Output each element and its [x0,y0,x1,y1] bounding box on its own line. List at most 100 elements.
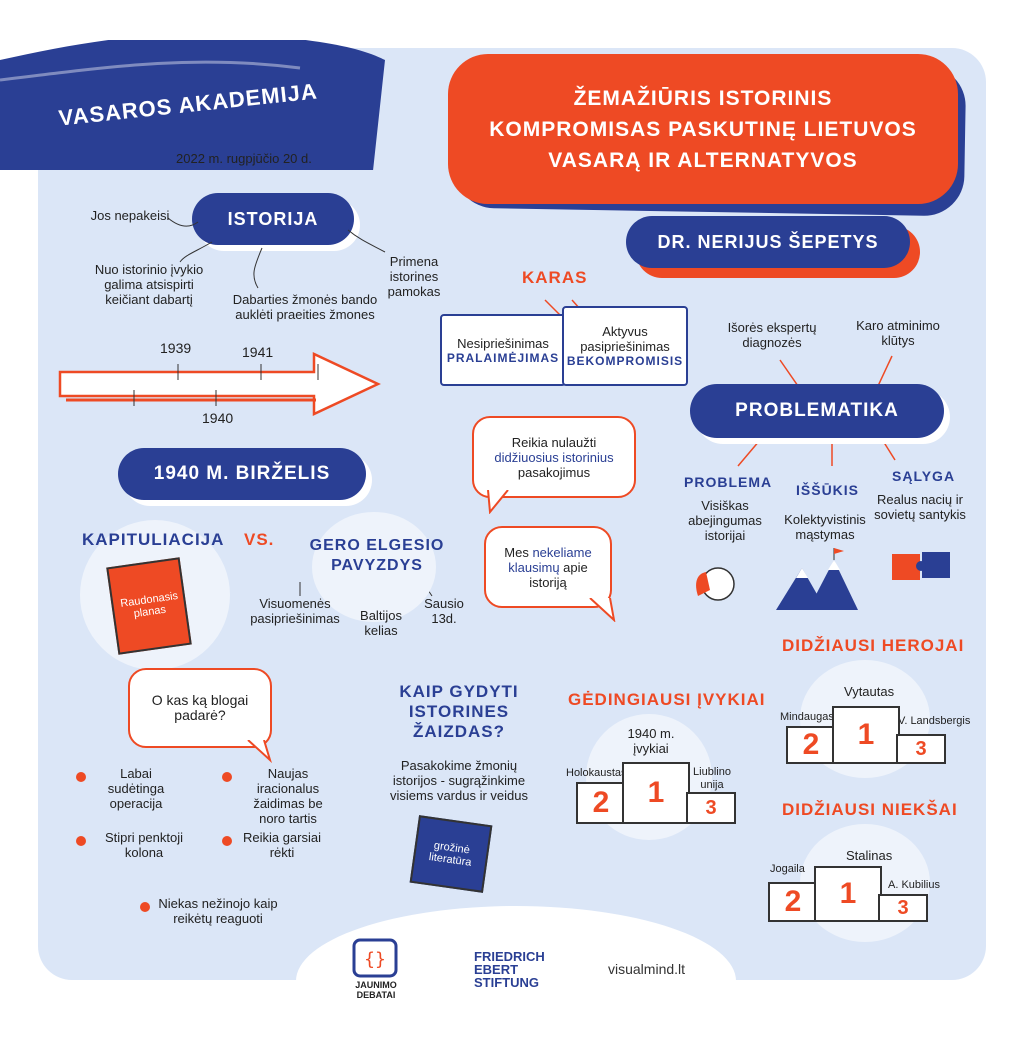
bullet-dot-2 [222,772,232,782]
title-line-1: Žemažiūris istorinis [573,86,833,110]
note-nepakeisi: Jos nepakeisi [90,208,170,223]
author-pill: Dr. Nerijus Šepetys [626,216,910,268]
istorija-pill: Istorija [192,193,354,245]
ged-first-label: 1940 m. įvykiai [627,726,675,756]
fes-line-2: Ebert [474,962,519,977]
her-n3: 3 [915,737,927,760]
niek-n2: 2 [784,885,802,918]
ged-n1: 1 [647,776,665,809]
niek-podium-3: 3 [878,894,928,922]
niek-first-label: Stalinas [846,848,893,863]
banner-ribbon [0,40,385,170]
fes-line-1: Friedrich [474,949,545,964]
bubble3-tail [247,740,272,764]
piece1-top: Nesipriešinimas [457,335,549,351]
bubble2-tail [589,598,616,622]
niek-third-label: A. Kubilius [888,879,940,891]
her-n2: 2 [802,728,820,761]
her-first-label: Vytautas [844,684,895,699]
jaunimo-debatai-logo-icon: {} [352,938,398,978]
bubble-klausimu: Mes nekeliame klausimų apie istoriją [484,526,612,608]
note-aukleti: Dabarties žmonės bando auklėti praeities… [232,292,378,322]
bullet-dot-4 [222,836,232,846]
event-date: 2022 m. rugpjūčio 20 d. [176,151,312,166]
gydyti-text: Pasakokime žmonių istorijos - sugrąžinki… [390,758,528,803]
b3-text: O kas ką blogai padarė? [151,692,249,723]
birzelis-pill: 1940 m. birželis [118,448,366,500]
puzzle-piece-right: Aktyvus pasipriešinimas bekompromisis [562,306,688,386]
herojai-title: Didžiausi herojai [782,636,965,655]
her-podium-1: 1 [832,706,900,764]
puzzle-piece-left: Nesipriešinimas pralaimėjimas [440,314,566,386]
bullet-5: Niekas nežinojo kaip reikėtų reaguoti [158,896,278,926]
bullet-1: Labai sudėtinga operacija [107,766,165,811]
main-title: Žemažiūris istorinis kompromisas paskuti… [448,54,958,204]
her-third-label: V. Landsbergis [898,715,971,727]
her-podium-2: 2 [786,726,836,764]
ged-second-label: Holokaustas [566,767,627,779]
title-line-2: kompromisas paskutinę Lietuvos [489,117,917,141]
b1-post: pasakojimus [517,464,591,480]
logo-jaunimo-debatai: Jaunimo debatai [355,980,397,1000]
piece2-top: Aktyvus pasipriešinimas [580,324,670,354]
year-1939: 1939 [160,340,192,356]
niek-second-label: Jogaila [770,863,805,875]
logo-fes: Friedrich Ebert Stiftung [474,950,545,989]
niek-podium-1: 1 [814,866,882,922]
bullet-2: Naujas iracionalus žaidimas be noro tart… [253,766,323,826]
bullet-dot-3 [76,836,86,846]
facepalm-icon [696,567,735,601]
ged-podium-1: 1 [622,762,690,824]
problematika-pill: Problematika [690,384,944,438]
bubble-blogai: O kas ką blogai padarė? [128,668,272,748]
b2-accent: nekeliame klausimų [508,544,592,575]
istorija-label: Istorija [227,208,319,229]
ged-n3: 3 [705,796,717,819]
ged-podium-3: 3 [686,792,736,824]
gero-label: Gero elgesio pavyzdys [309,537,445,574]
year-1941: 1941 [242,344,274,360]
puzzle-icon [892,552,950,580]
niek-n1: 1 [839,877,857,910]
site-link[interactable]: visualmind.lt [608,961,686,977]
b2-pre: Mes [504,544,529,560]
piece1-bottom: pralaimėjimas [446,350,560,365]
niek-n3: 3 [897,896,909,919]
ged-third-label: Liublino unija [693,766,731,791]
author-name: Dr. Nerijus Šepetys [657,231,879,252]
literatura-book: grožinė literatūra [409,815,493,893]
karas-label: Karas [522,268,588,287]
b1-pre: Reikia nulaužti [511,434,597,450]
title-line-3: vasarą ir alternatyvos [548,148,858,172]
example-sausio: Sausio 13d. [424,596,464,626]
her-n1: 1 [857,718,875,751]
book-title: Raudonasis planas [119,589,179,621]
fes-line-3: Stiftung [474,975,539,990]
year-1940: 1940 [202,410,234,426]
her-podium-3: 3 [896,734,946,764]
vs-label: vs. [244,530,275,549]
timeline-arrow [58,352,381,416]
svg-text:{}: {} [364,949,386,970]
bullet-dot-1 [76,772,86,782]
literatura-title: grožinė literatūra [428,839,473,869]
bullet-4: Reikia garsiai rėkti [242,830,322,860]
niekšai-title: Didžiausi niekšai [782,800,958,819]
note-pamokas: Primena istorines pamokas [387,254,441,299]
bullet-dot-5 [140,902,150,912]
note-atsispirti: Nuo istorinio įvykio galima atsispirti k… [94,262,204,307]
ged-n2: 2 [592,786,610,819]
source-atminimo: Karo atminimo klūtys [856,318,940,348]
issukis-title: Iššūkis [796,482,860,498]
birzelis-label: 1940 m. birželis [153,463,331,484]
salyga-title: Sąlyga [892,468,956,484]
b2-post: apie istoriją [529,559,588,590]
kapituliacija-label: Kapituliacija [82,530,225,549]
mountains-icon [776,548,858,610]
b1-accent: didžiuosius istorinius [494,449,614,465]
issukis-text: Kolektyvistinis mąstymas [784,512,866,542]
piece2-bottom: bekompromisis [566,354,684,368]
example-baltijos: Baltijos kelias [360,608,402,638]
her-second-label: Mindaugas [780,711,834,723]
problema-title: Problema [684,474,773,490]
